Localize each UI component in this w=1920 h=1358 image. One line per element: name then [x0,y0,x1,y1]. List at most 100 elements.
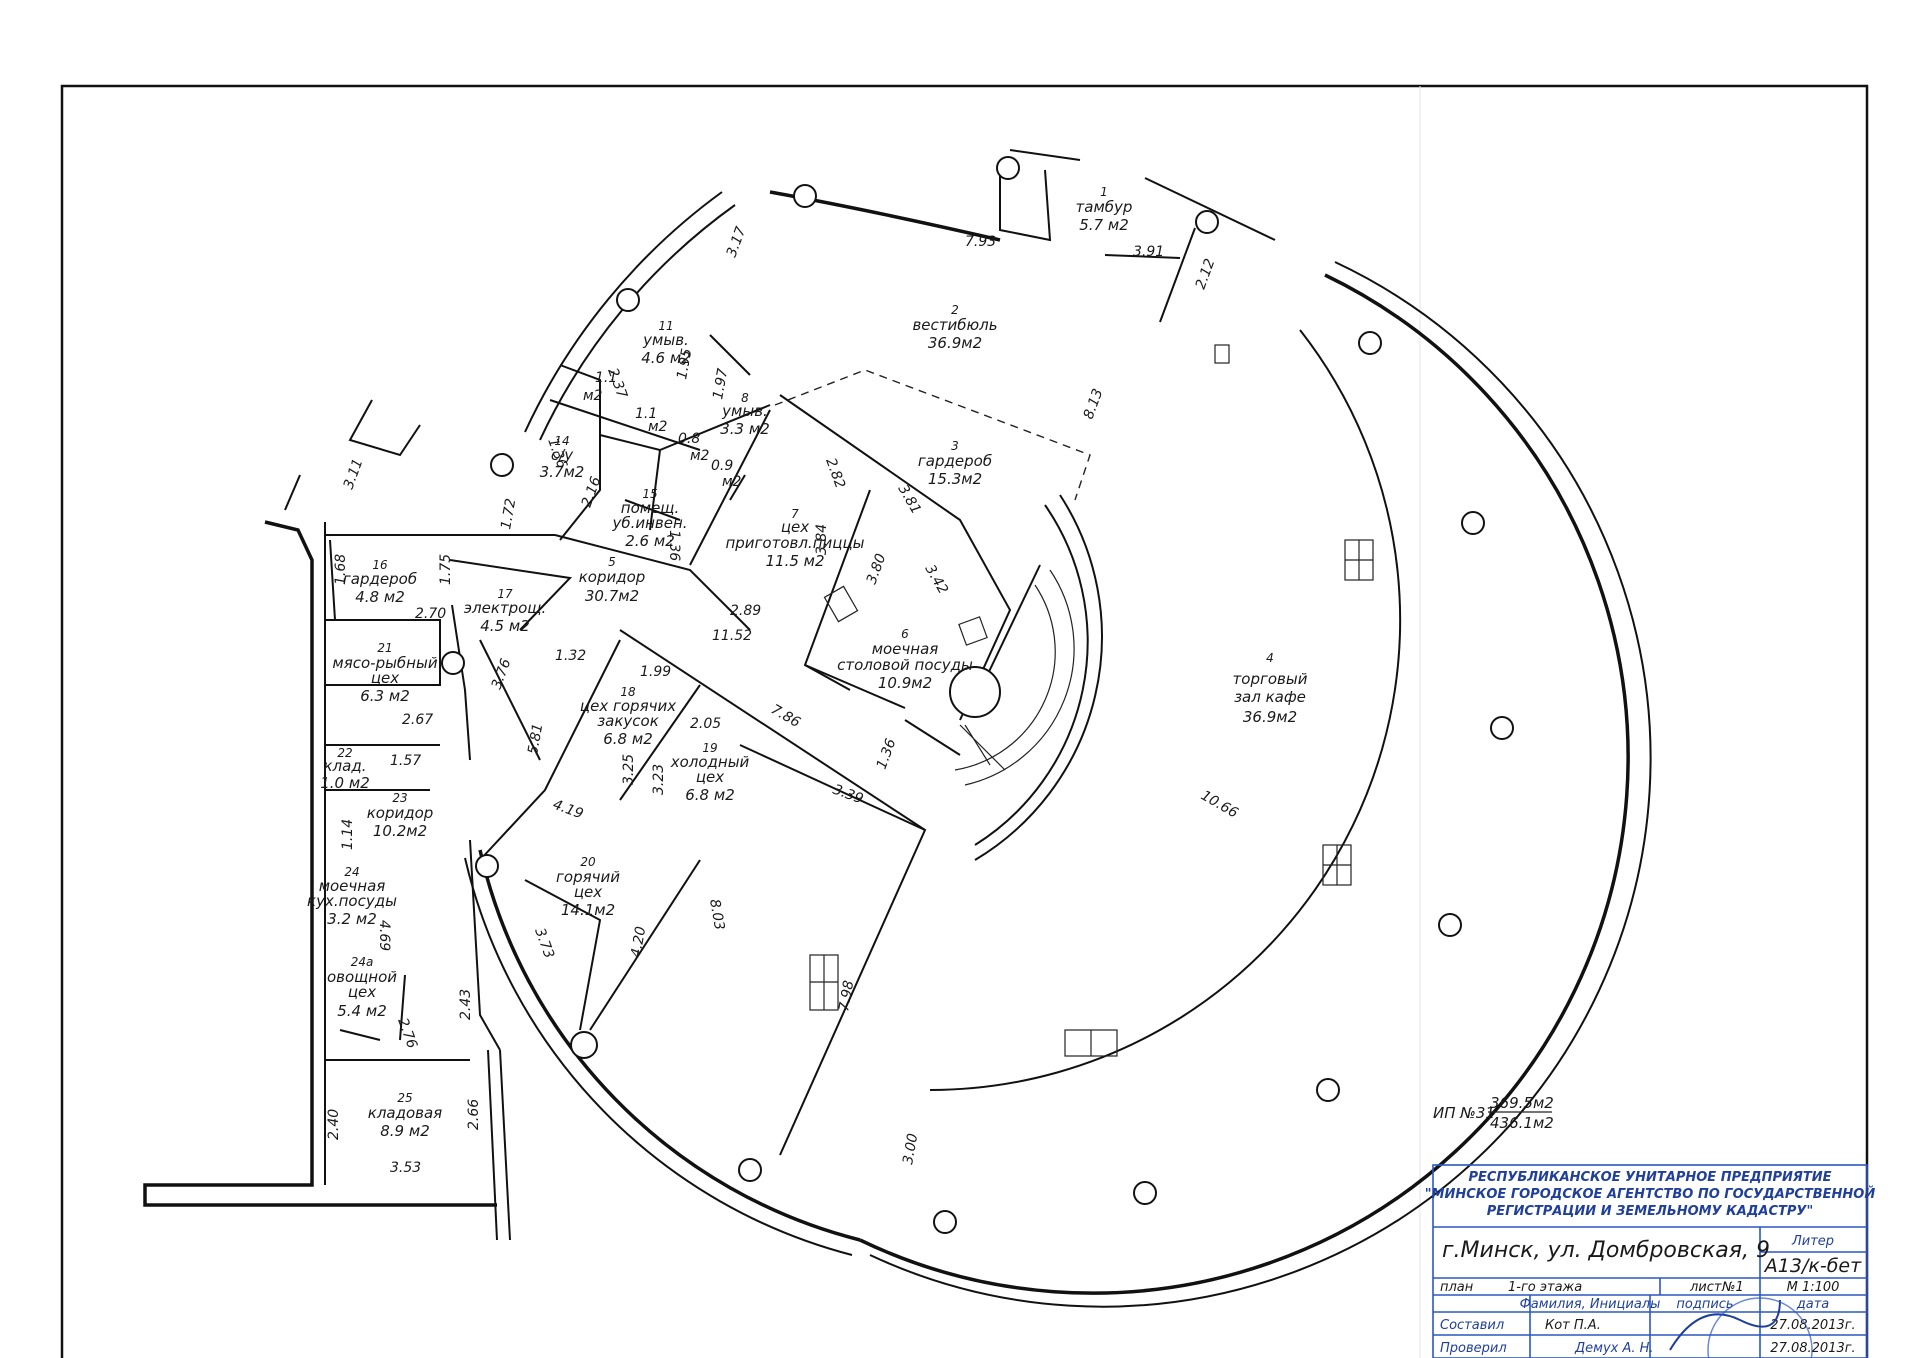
dimension: 7.98 [836,979,857,1013]
dimension: 2.67 [402,712,433,728]
room-24a-name: овощной [327,968,397,986]
room-21-name: мясо-рыбный [332,654,437,672]
room-24a-num: 24а [351,955,374,969]
room-18-area: 6.8 м2 [603,730,652,748]
row1-role: Составил [1440,1318,1504,1333]
dimension: 1.57 [390,753,421,769]
dimension: 1.72 [498,497,519,531]
scale: М 1:100 [1787,1280,1840,1295]
room-2-area: 36.9м2 [928,334,982,352]
room-7-name: цех [781,518,809,536]
room-15-name2: уб.инвен. [611,514,687,532]
dimension: 7.86 [768,702,803,731]
building-walls [143,149,1652,1308]
room-5-area: 30.7м2 [585,587,639,605]
room-24-name: моечная [319,877,386,895]
dimension: 3.25 [621,754,637,785]
dimension: 1.75 [438,554,454,585]
room-19-area: 6.8 м2 [685,786,734,804]
room-2-num: 2 [951,303,959,317]
row1-name: Кот П.А. [1545,1318,1601,1333]
dimension: 3.39 [831,782,866,808]
room-19-num: 19 [702,741,717,755]
dimension: 1.99 [640,664,671,680]
dimension: 1.97 [710,367,731,401]
dimension: 3.73 [531,926,557,961]
dimension: 3.84 [814,524,830,555]
room-15-name: помещ. [621,499,679,517]
room-17-area: 4.5 м2 [480,617,529,635]
room-24-name2: кух.посуды [307,892,397,910]
dimension: 3.17 [724,225,750,260]
room-11-area: 4.6 м2 [641,349,690,367]
room-8-num: 8 [741,391,749,405]
room-1-name: тамбур [1076,198,1133,216]
room-15-num: 15 [642,487,657,501]
room-20-area: 14.1м2 [561,901,615,919]
signature-mark [1669,1299,1781,1351]
small-area: 0.8 [678,431,700,447]
room-22-name: клад. [324,757,367,775]
room-25-area: 8.9 м2 [380,1122,429,1140]
room-25-name: кладовая [368,1104,442,1122]
dimension: 10.66 [1198,788,1241,822]
room-8-name: умыв. [721,402,768,420]
dimension: 2.66 [466,1099,482,1130]
col-date-header: дата [1796,1297,1830,1312]
small-area-unit: м2 [690,448,710,464]
room-11-name: умыв. [642,331,689,349]
room-20-num: 20 [580,855,596,869]
plan-label: план [1440,1280,1474,1295]
liter-label: Литер [1791,1234,1834,1249]
room-7-name2: приготовл.пиццы [725,534,864,552]
room-18-num: 18 [620,685,636,699]
row2-name: Демух А. Н. [1574,1341,1654,1356]
dimension: 1.32 [555,648,586,664]
dimension: 2.76 [394,1016,420,1051]
room-21-name2: цех [371,669,399,687]
dimension: 3.81 [895,482,924,517]
drawing-frame [60,84,1869,1358]
room-6-num: 6 [901,627,909,641]
columns [441,156,1514,1234]
room-19-name: холодный [670,753,750,771]
room-3-num: 3 [951,439,959,453]
room-21-num: 21 [377,641,392,655]
org-line-1: РЕСПУБЛИКАНСКОЕ УНИТАРНОЕ ПРЕДПРИЯТИЕ [1469,1170,1832,1185]
dimension: 3.91 [1133,244,1164,260]
dimension: 2.12 [1193,257,1219,292]
room-2-name: вестибюль [912,316,997,334]
room-3-name: гардероб [918,452,992,470]
plan-value: 1-го этажа [1508,1280,1582,1295]
dimension: 5.81 [525,722,546,755]
room-6-name: моечная [872,640,939,658]
room-5-name: коридор [579,568,646,586]
room-17-name: электрощ. [464,599,546,617]
col-name-header: Фамилия, Инициалы [1520,1297,1661,1312]
dimension: 11.52 [712,628,752,644]
room-17-num: 17 [497,587,513,601]
room-24-num: 24 [344,865,359,879]
dimension: 2.05 [690,716,721,732]
dimension: 2.40 [326,1109,342,1140]
dimension: 4.20 [628,925,649,959]
room-19-name2: цех [696,768,724,786]
room-7-num: 7 [791,507,799,521]
total-prefix: ИП №31 [1433,1104,1495,1122]
sheet-label: лист [1689,1280,1722,1295]
small-area: 1.1 [635,406,657,422]
room-14-num: 14 [554,434,569,448]
dimension: 2.89 [730,603,761,619]
dimension: 3.42 [922,562,951,597]
row1-date: 27.08.2013г. [1770,1318,1855,1333]
room-16-area: 4.8 м2 [355,588,404,606]
room-8-area: 3.3 м2 [720,420,769,438]
room-23-name: коридор [367,804,434,822]
col-sign-header: подпись [1676,1297,1733,1312]
small-area-unit: м2 [648,419,668,435]
dimension: 1.36 [666,530,682,561]
dimension-labels: 3.17 7.93 3.91 2.12 8.13 3.81 2.82 3.84 … [326,225,1241,1176]
total-area: 436.1м2 [1490,1114,1554,1132]
room-23-num: 23 [392,791,407,805]
